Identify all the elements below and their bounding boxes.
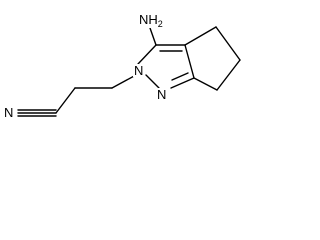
bond-c6a-n1: [170, 77, 195, 89]
bond-c3-n2: [137, 44, 157, 65]
bond-n2-ch2: [111, 74, 137, 89]
bond-drawing: [17, 26, 241, 117]
ring-nitrogen-2-label: N: [133, 63, 145, 78]
bond-ch2-cn: [55, 87, 76, 114]
bond-c6-c6a: [193, 77, 218, 91]
ring-nitrogen-1-label: N: [156, 87, 168, 102]
amino-group-label: NH2: [138, 12, 164, 29]
bond-c5-c6: [216, 59, 241, 91]
amino-h-count: 2: [157, 19, 163, 29]
amino-n-symbol: N: [139, 12, 149, 27]
bond-c3-nh2: [149, 27, 157, 46]
amino-h-symbol: H: [148, 12, 158, 27]
nitrile-nitrogen-label: N: [3, 105, 15, 120]
bond-c3a-c4: [184, 26, 217, 46]
chemical-structure: NH2 N N N: [0, 0, 274, 121]
bond-n1-n2: [145, 74, 160, 89]
bond-c6a-n1-double: [171, 72, 189, 81]
bond-c3a-c6a: [184, 44, 195, 79]
bond-c4-c5: [215, 26, 241, 61]
